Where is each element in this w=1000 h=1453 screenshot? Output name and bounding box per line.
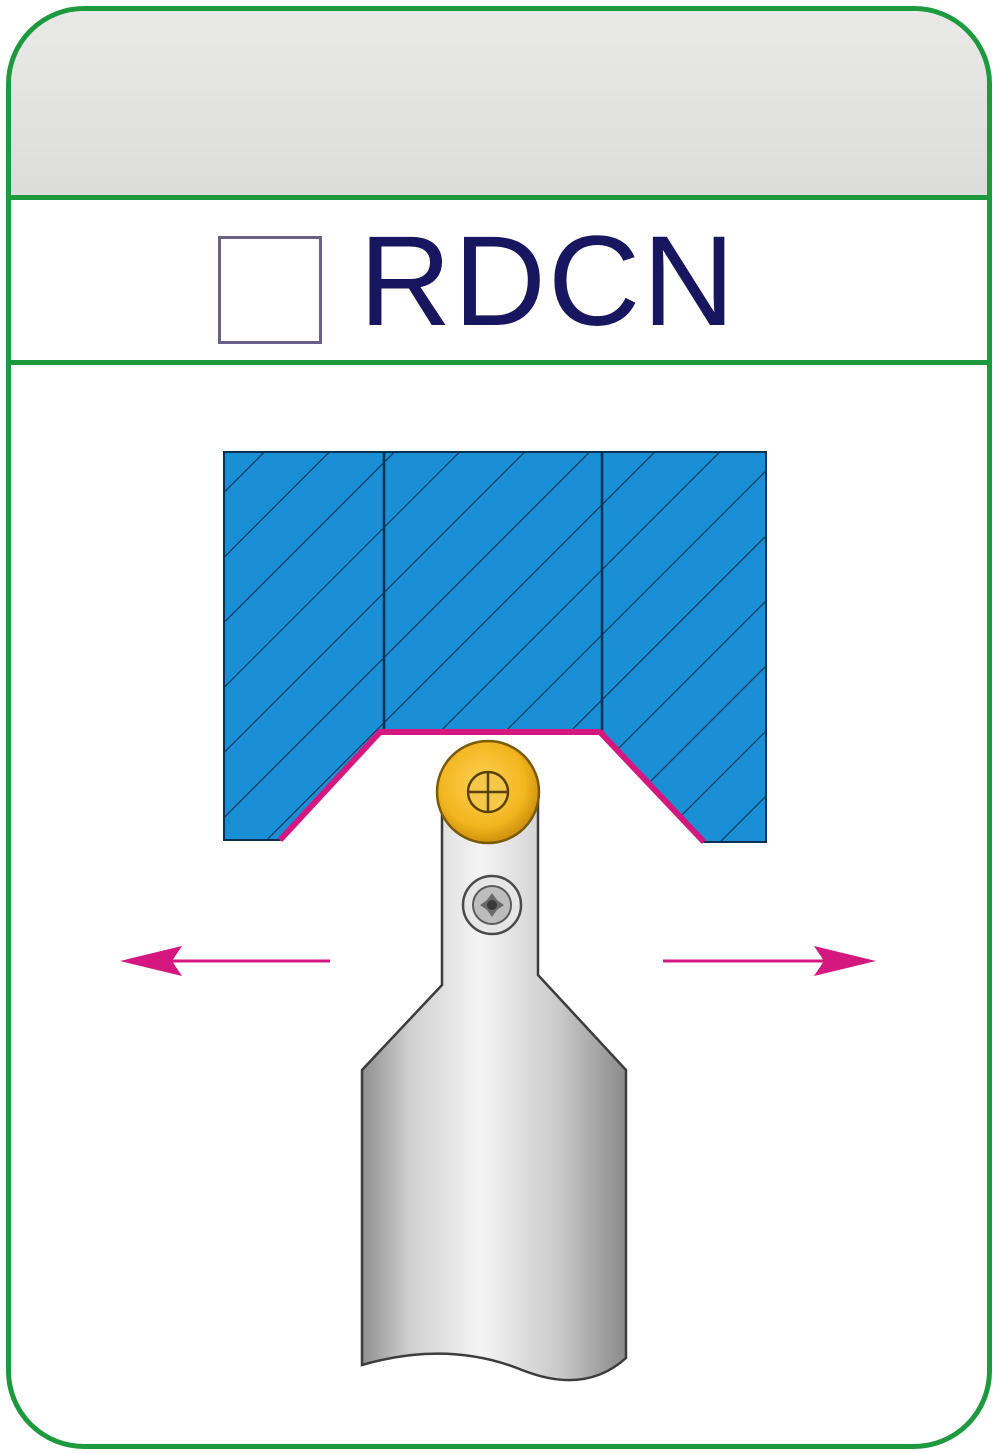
arrow-left-icon: [120, 946, 330, 976]
round-insert-icon: [435, 739, 541, 845]
title-band: RDCN: [11, 200, 987, 365]
tool-shank: [360, 788, 628, 1382]
empty-square-icon[interactable]: [218, 236, 322, 344]
header-band: [11, 11, 987, 200]
tool-holder: [360, 788, 628, 1382]
torx-screw-icon: [461, 874, 523, 936]
workpiece-section: [223, 451, 767, 845]
arrow-right-icon: [663, 946, 876, 976]
cut-profile: [277, 729, 707, 845]
tool-code-title: RDCN: [359, 210, 737, 353]
